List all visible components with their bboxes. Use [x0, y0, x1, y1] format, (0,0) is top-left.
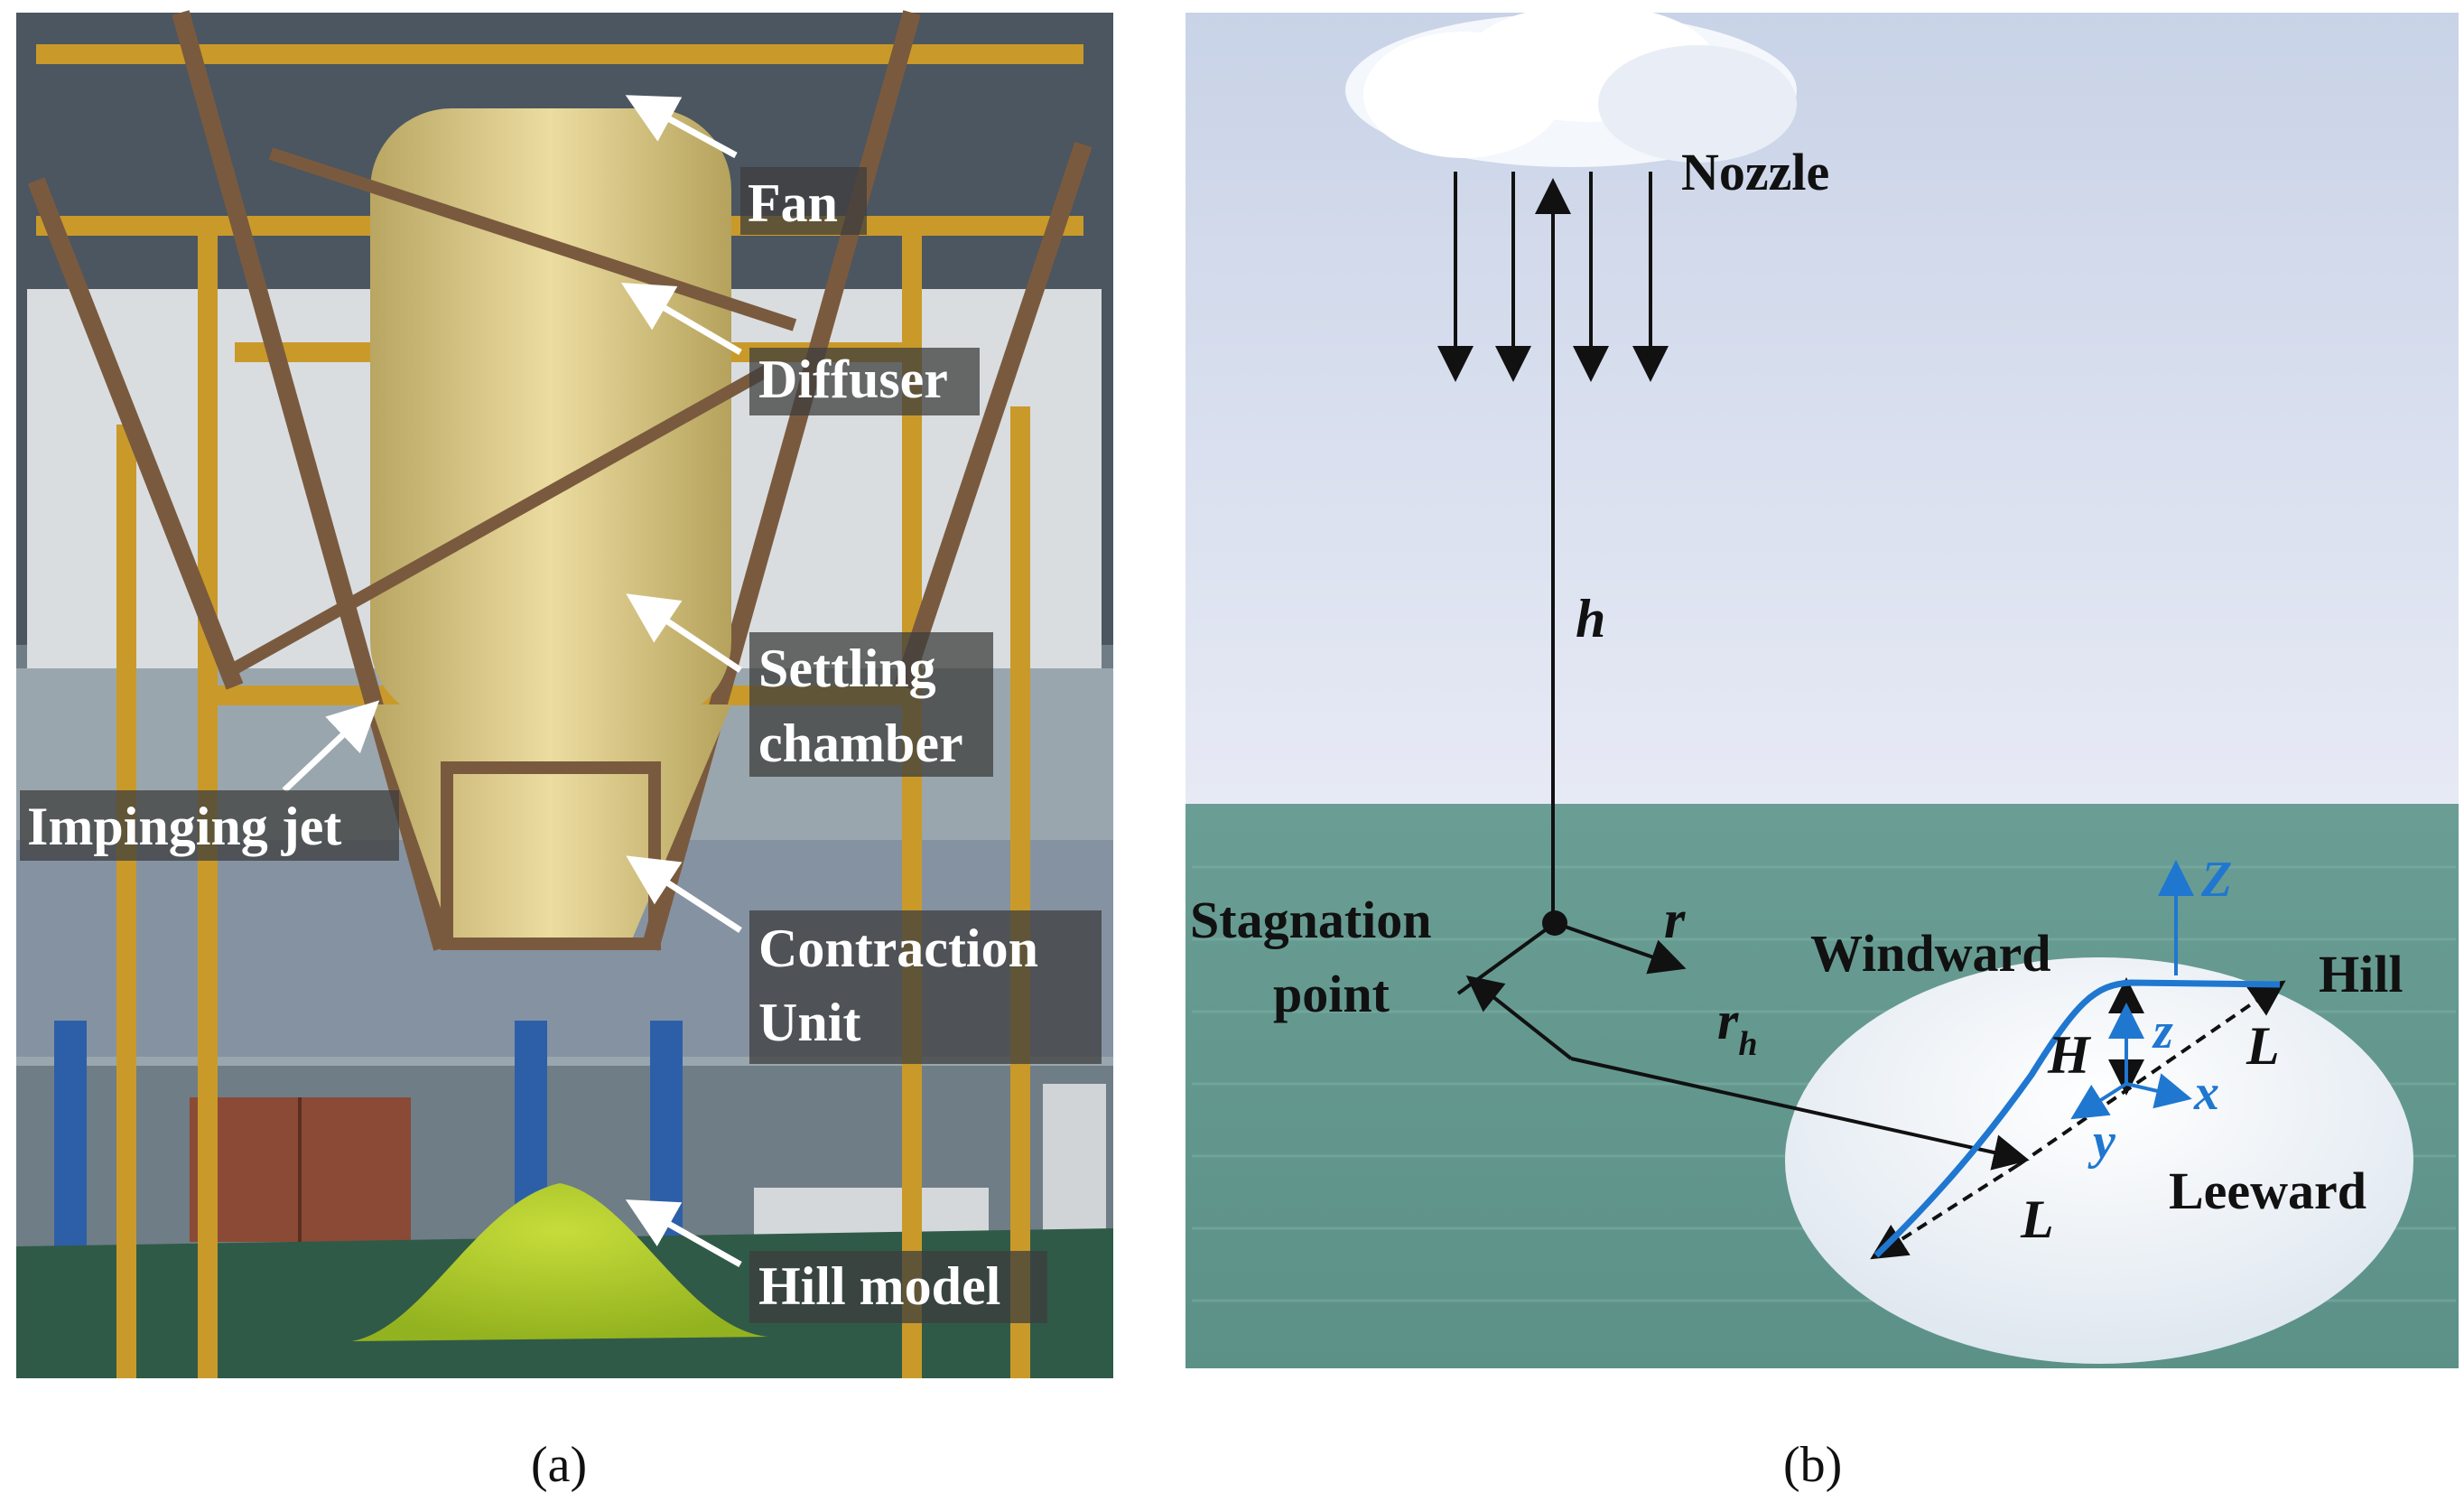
L-label-right: L — [2245, 1016, 2280, 1076]
r-arrow — [1554, 921, 1687, 975]
hill-dome — [1785, 957, 2413, 1364]
hill-profile-curve — [1874, 979, 2281, 1258]
hill-model-arrow — [625, 1199, 742, 1268]
y-label: y — [2087, 1114, 2116, 1170]
settling-label-line2: chamber — [758, 714, 963, 773]
h-label: h — [1576, 589, 1605, 648]
L-dashed-lower — [1870, 1163, 2020, 1260]
diffuser-arrow — [620, 282, 742, 356]
jet-center-dot — [1542, 910, 1567, 936]
Z-label: Z — [2200, 852, 2232, 908]
impinging-jet-label: Impinging jet — [27, 797, 341, 856]
nozzle-cloud-icon — [1345, 5, 1797, 167]
stagnation-label-line1: Stagnation — [1190, 891, 1432, 949]
panel-a-caption: (a) — [531, 1437, 587, 1493]
y-axis-arrow — [2070, 1082, 2128, 1120]
rh-arrow — [1465, 975, 1573, 1060]
contraction-label-line1: Contraction — [758, 919, 1038, 978]
panel-b-annotations: Nozzle h r rh Stagnation point Windward … — [1190, 143, 2403, 1260]
x-axis-arrow — [2125, 1073, 2192, 1109]
panel-a-annotations: Fan Diffuser Settling chamber Impinging … — [20, 95, 1102, 1323]
fan-arrow — [625, 95, 738, 159]
hill-model-label: Hill model — [758, 1256, 1000, 1316]
r-label: r — [1664, 890, 1686, 949]
impinging-arrow — [282, 700, 380, 793]
contraction-label-line2: Unit — [758, 993, 860, 1052]
L-label-bottom: L — [2020, 1189, 2054, 1249]
diffuser-label: Diffuser — [758, 350, 948, 409]
contraction-arrow — [626, 855, 742, 933]
z-label: z — [2152, 1003, 2173, 1059]
stagnation-label-line2: point — [1273, 965, 1390, 1023]
nozzle-label: Nozzle — [1681, 143, 1829, 201]
settling-arrow — [626, 593, 742, 673]
fan-label: Fan — [748, 173, 838, 233]
rh-label: rh — [1717, 991, 1758, 1063]
x-label: x — [2193, 1065, 2219, 1121]
leeward-label: Leeward — [2169, 1161, 2366, 1220]
settling-label-line1: Settling — [758, 639, 936, 698]
hill-label: Hill — [2319, 945, 2403, 1003]
panel-b-caption: (b) — [1783, 1437, 1842, 1493]
panel-b-scene — [1186, 13, 2459, 1368]
rh-subscript: h — [1738, 1025, 1757, 1063]
H-label: H — [2047, 1025, 2092, 1085]
windward-label: Windward — [1810, 924, 2050, 983]
